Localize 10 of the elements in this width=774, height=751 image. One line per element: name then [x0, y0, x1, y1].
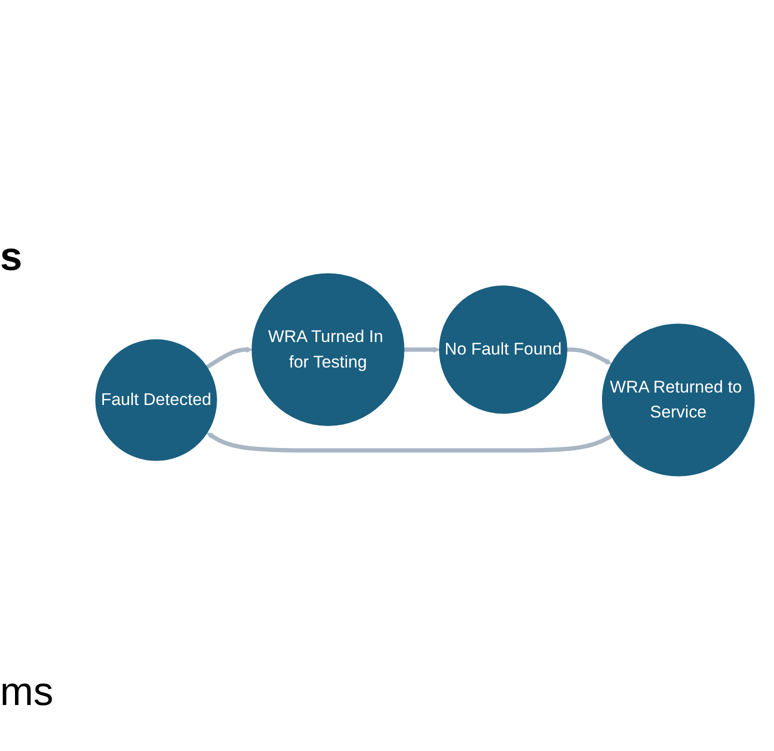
node-circle: WRA Turned In for Testing: [252, 273, 404, 426]
arrow: [404, 346, 440, 353]
node-circle: No Fault Found: [439, 286, 568, 414]
arrow: [206, 346, 252, 370]
node-circle: Fault Detected: [95, 339, 217, 462]
text-fragment: ms: [0, 670, 54, 715]
arrow: [206, 432, 612, 453]
arrow: [566, 348, 612, 365]
node-circle: WRA Returned to Service: [602, 324, 755, 477]
text-fragment: s: [0, 235, 22, 280]
